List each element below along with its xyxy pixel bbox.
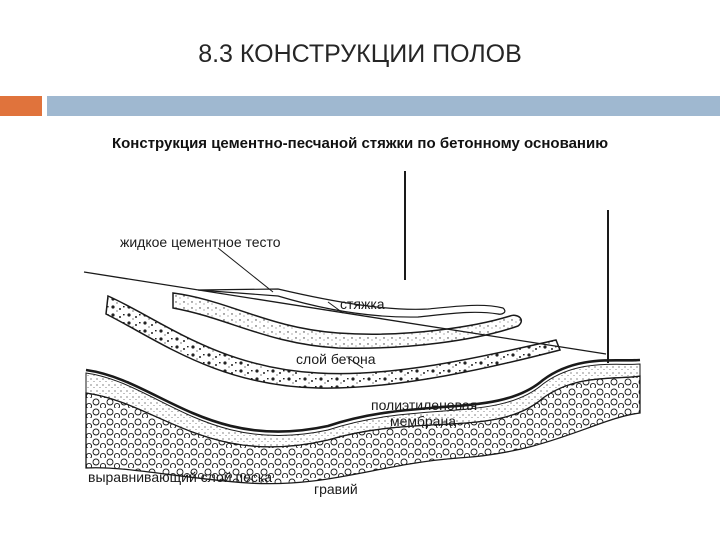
sand-layer <box>85 363 641 448</box>
accent-bar-blue <box>47 96 720 116</box>
wall-outline <box>83 171 609 363</box>
label-concrete-layer: слой бетона <box>296 351 376 367</box>
membrane-line <box>85 358 641 433</box>
slide-subtitle: Конструкция цементно-песчаной стяжки по … <box>111 135 609 152</box>
accent-bar-orange <box>0 96 42 116</box>
slide-title: 8.3 КОНСТРУКЦИИ ПОЛОВ <box>198 40 522 68</box>
leader-lines <box>217 247 364 369</box>
cement-paste-layer <box>197 288 506 318</box>
label-membrane-line1: полиэтиленовая <box>371 397 477 413</box>
floor-structure-diagram: жидкое цементное тесто стяжка слой бетон… <box>83 171 641 497</box>
screed-layer <box>172 292 522 349</box>
label-gravel: гравий <box>314 481 358 497</box>
label-membrane-line2: мембрана <box>390 413 456 429</box>
label-cement-paste: жидкое цементное тесто <box>120 234 281 250</box>
label-sand-layer: выравнивающий слой песка <box>88 469 272 485</box>
concrete-layer <box>105 294 562 389</box>
label-screed: стяжка <box>340 296 385 312</box>
